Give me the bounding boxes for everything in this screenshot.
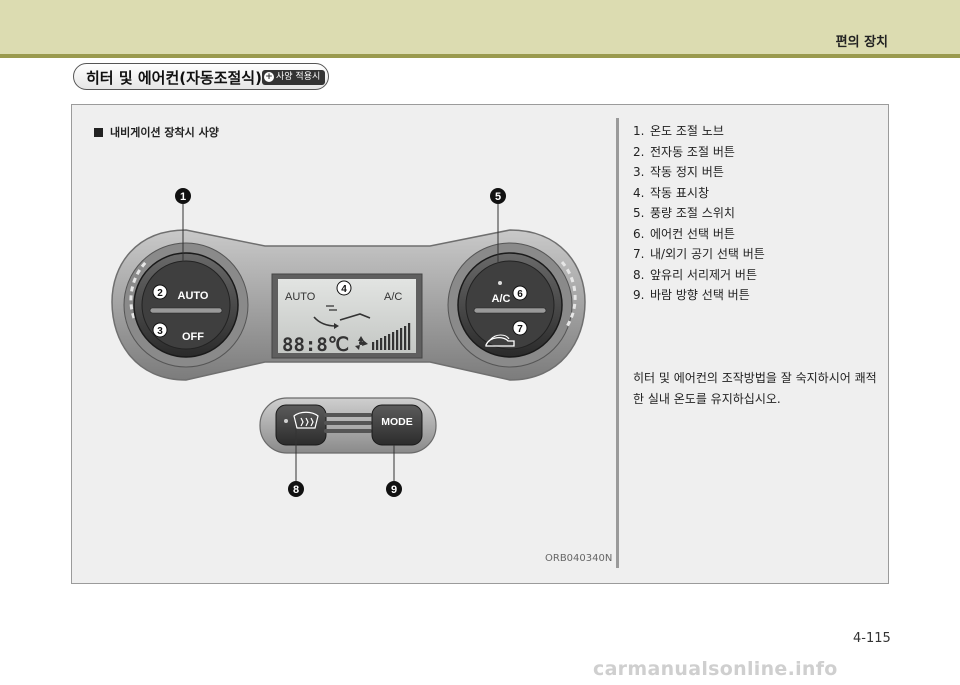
header-band xyxy=(0,0,960,54)
display-auto: AUTO xyxy=(285,291,316,303)
display-temperature: 88:8℃ xyxy=(282,334,349,356)
legend-item: 7.내/외기 공기 선택 버튼 xyxy=(633,247,765,261)
header-rule xyxy=(0,54,960,58)
legend-item: 9.바람 방향 선택 버튼 xyxy=(633,288,750,302)
fan-level-bars xyxy=(372,323,411,350)
svg-text:6: 6 xyxy=(517,289,523,300)
panel-divider xyxy=(616,118,619,568)
spec-badge-label: 사양 적용시 xyxy=(276,72,321,82)
figure-caption: 내비게이션 장착시 사양 xyxy=(110,126,219,139)
fan-icon xyxy=(355,336,368,350)
mode-button-label: MODE xyxy=(381,416,413,428)
svg-text:8: 8 xyxy=(293,484,299,496)
svg-text:9: 9 xyxy=(391,484,397,496)
callout-9: 9 xyxy=(386,481,402,497)
svg-text:7: 7 xyxy=(517,324,523,335)
legend-item: 5.풍량 조절 스위치 xyxy=(633,206,735,220)
page-number: 4-115 xyxy=(853,631,891,646)
legend-item: 1.온도 조절 노브 xyxy=(633,124,724,138)
plus-icon: + xyxy=(264,72,274,82)
svg-text:1: 1 xyxy=(180,191,186,203)
legend-item: 3.작동 정지 버튼 xyxy=(633,165,724,179)
svg-text:2: 2 xyxy=(157,288,163,299)
callout-1: 1 xyxy=(175,188,191,204)
callout-6: 6 xyxy=(512,285,528,301)
description-text: 히터 및 에어컨의 조작방법을 잘 숙지하시어 쾌적한 실내 온도를 유지하십시… xyxy=(633,371,877,406)
section-title-pill xyxy=(73,63,329,90)
display-ac: A/C xyxy=(384,291,402,303)
recirculation-icon[interactable] xyxy=(485,334,515,347)
legend-list: 1.온도 조절 노브 2.전자동 조절 버튼 3.작동 정지 버튼 4.작동 표… xyxy=(633,122,765,307)
callout-5: 5 xyxy=(490,188,506,204)
watermark: carmanualsonline.info xyxy=(593,658,838,680)
section-title: 히터 및 에어컨(자동조절식) xyxy=(86,69,262,87)
svg-text:5: 5 xyxy=(495,191,501,203)
svg-text:4: 4 xyxy=(341,284,347,295)
vent-grille xyxy=(324,413,372,433)
legend-item: 8.앞유리 서리제거 버튼 xyxy=(633,267,757,282)
callout-8: 8 xyxy=(288,481,304,497)
svg-text:3: 3 xyxy=(157,326,163,337)
mode-button[interactable] xyxy=(371,404,423,446)
callout-7: 7 xyxy=(512,320,528,336)
ac-button-label[interactable]: A/C xyxy=(492,293,511,305)
callout-2: 2 xyxy=(152,284,168,300)
off-button-label[interactable]: OFF xyxy=(182,331,204,343)
legend-item: 6.에어컨 선택 버튼 xyxy=(633,226,735,241)
legend-item: 2.전자동 조절 버튼 xyxy=(633,144,735,159)
auto-button-label[interactable]: AUTO xyxy=(178,290,209,302)
defrost-icon xyxy=(293,411,319,429)
airflow-mode-icon xyxy=(313,305,371,329)
square-bullet-icon xyxy=(94,128,103,137)
header-title: 편의 장치 xyxy=(835,35,888,50)
callout-4: 4 xyxy=(336,280,352,296)
legend-item: 4.작동 표시창 xyxy=(633,185,710,200)
callout-3: 3 xyxy=(152,322,168,338)
spec-badge: + 사양 적용시 xyxy=(262,70,326,85)
image-code: ORB040340N xyxy=(545,553,613,564)
